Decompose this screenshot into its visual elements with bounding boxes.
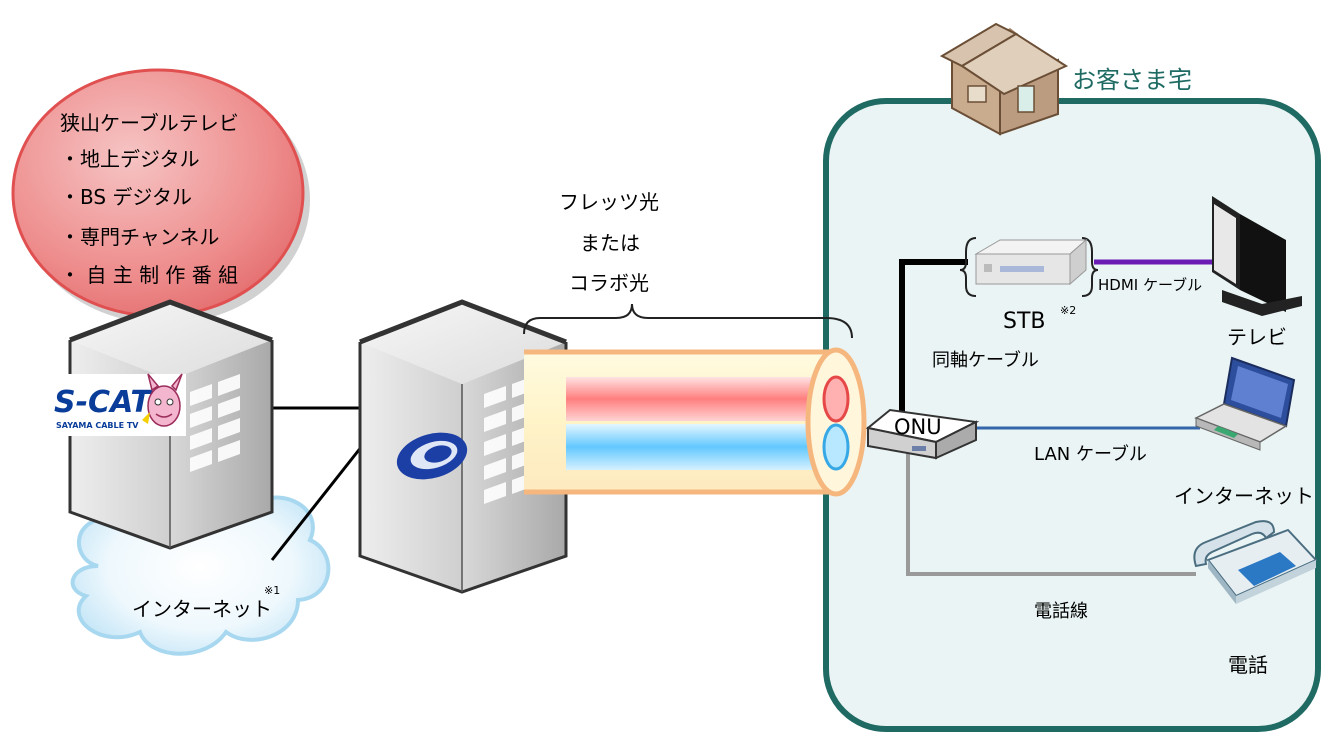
onu-label: ONU: [894, 415, 942, 439]
phone-label: 電話: [1228, 653, 1268, 677]
phone-line: [906, 448, 1196, 576]
scat-logo: S-CAT SAYAMA CABLE TV: [52, 373, 186, 436]
ntt-logo-icon: [396, 432, 468, 480]
service-item: ・ 自 主 制 作 番 組: [60, 263, 238, 287]
broadcaster-bubble: [11, 68, 310, 324]
stb-device: [959, 237, 1099, 297]
tv-label: テレビ: [1227, 325, 1287, 349]
mascot-icon: [142, 373, 183, 427]
cloud-note: ※1: [264, 584, 280, 597]
link-cloud-to-ntt: [270, 445, 364, 561]
lan-label: LAN ケーブル: [1034, 443, 1147, 465]
laptop-label: インターネット: [1174, 484, 1314, 508]
home-title: お客さま宅: [1072, 66, 1192, 94]
coax-label: 同軸ケーブル: [932, 349, 1039, 371]
fiber-line3: コラボ光: [569, 271, 649, 295]
service-item: ・専門チャンネル: [60, 225, 219, 249]
fiber-tube: [524, 347, 867, 497]
logo-text: S-CAT: [54, 385, 153, 420]
stb-note: ※2: [1060, 304, 1076, 317]
service-item: ・BS デジタル: [60, 185, 192, 209]
ntt-building: [358, 299, 568, 594]
fiber-line1: フレッツ光: [559, 190, 659, 214]
phone-icon: [1193, 520, 1318, 604]
service-item: ・地上デジタル: [60, 147, 200, 171]
broadcaster-name: 狭山ケーブルテレビ: [60, 111, 239, 135]
phone-line-label: 電話線: [1034, 601, 1088, 622]
logo-subtext: SAYAMA CABLE TV: [56, 421, 139, 430]
cloud-label: インターネット: [132, 597, 272, 621]
house-icon: [939, 22, 1069, 136]
fiber-brace: [523, 303, 853, 339]
stb-label: STB: [1003, 309, 1046, 334]
fiber-line2: または: [580, 231, 640, 255]
laptop-icon: [1194, 356, 1296, 451]
coax-cable: [899, 259, 968, 424]
tv-icon: [1212, 196, 1302, 316]
hdmi-label: HDMI ケーブル: [1098, 276, 1202, 294]
onu-device: [865, 408, 980, 460]
